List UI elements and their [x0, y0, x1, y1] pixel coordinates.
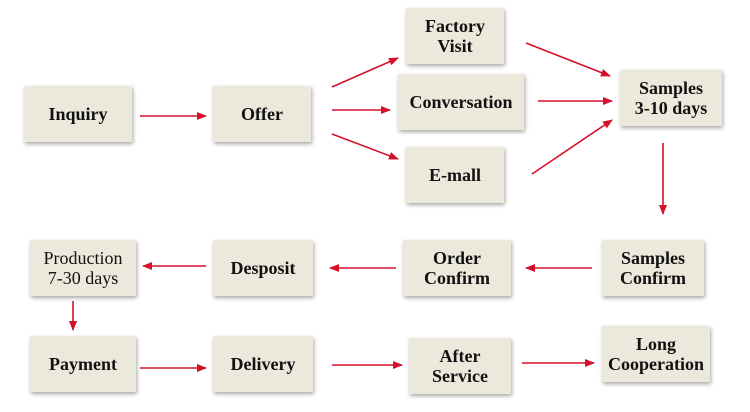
node-conversation: Conversation — [398, 74, 524, 130]
node-payment: Payment — [30, 336, 136, 392]
node-offer: Offer — [213, 86, 311, 142]
node-desposit: Desposit — [213, 240, 313, 296]
node-samples-days: Samples 3-10 days — [620, 70, 722, 126]
node-samples-confirm: Samples Confirm — [602, 240, 704, 296]
node-factory-visit: Factory Visit — [406, 8, 504, 64]
node-order-confirm: Order Confirm — [403, 240, 511, 296]
arrow-factory-samples — [525, 42, 611, 77]
arrow-email-samples — [531, 119, 613, 175]
node-after-service: After Service — [409, 338, 511, 394]
arrow-offer-factory — [331, 57, 399, 88]
arrow-offer-email — [331, 133, 399, 160]
node-production: Production 7-30 days — [30, 240, 136, 296]
node-long-cooperation: Long Cooperation — [602, 326, 710, 382]
node-email: E-mall — [406, 147, 504, 203]
node-inquiry: Inquiry — [24, 86, 132, 142]
node-delivery: Delivery — [213, 336, 313, 392]
